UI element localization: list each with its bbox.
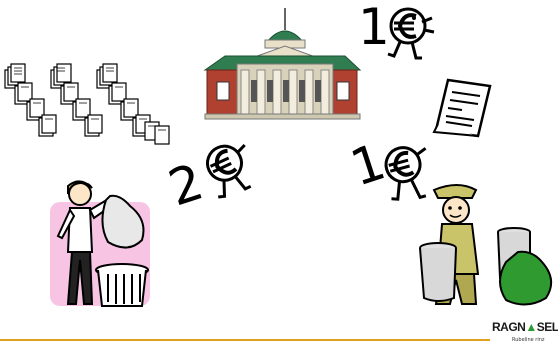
euro-coin-running-icon xyxy=(200,138,258,196)
company-logo: RAGN▲SELLS xyxy=(492,320,558,334)
document-pile-icon xyxy=(5,62,175,152)
footer-divider xyxy=(0,339,490,341)
invoice-document-icon xyxy=(432,78,494,138)
town-hall-icon xyxy=(205,8,360,120)
company-tagline: Rubeline rinz xyxy=(512,337,545,343)
woman-with-trash-icon xyxy=(50,180,155,310)
garbage-collector-icon xyxy=(414,182,558,308)
euro-coin-running-icon xyxy=(384,4,436,62)
